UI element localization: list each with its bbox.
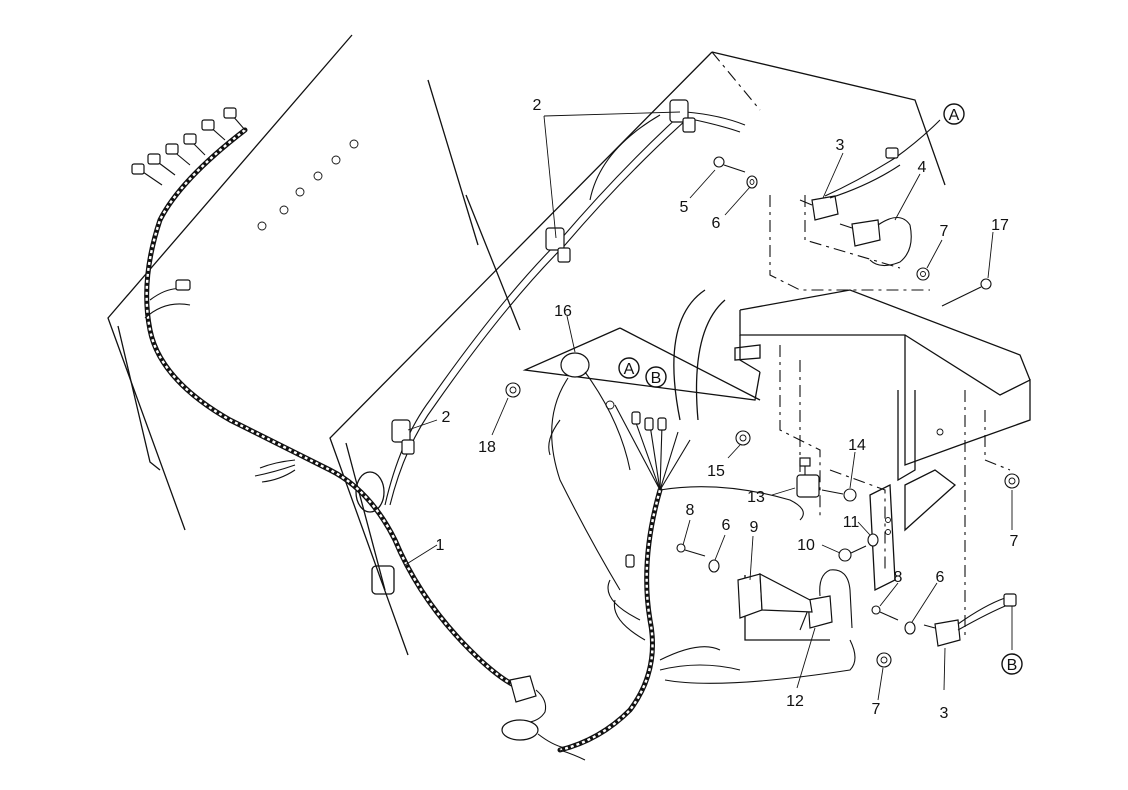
- bracket-9: [737, 572, 813, 619]
- washer-6-right: [904, 621, 916, 635]
- callout-13: 13: [747, 489, 765, 506]
- screw-8-left: [676, 543, 706, 557]
- washer-11: [867, 533, 879, 547]
- screw-17: [941, 278, 992, 307]
- relay-4: [839, 216, 912, 267]
- connector-ref-a-middle: A: [618, 357, 640, 379]
- connector-ref-a-middle-label: A: [624, 361, 635, 378]
- callout-8-left: 8: [686, 502, 695, 519]
- nut-15: [735, 430, 751, 446]
- clip-bracket-middle: [545, 227, 571, 263]
- washer-6-upper: [746, 175, 758, 189]
- nut-7-upper: [916, 267, 930, 281]
- callout-7-lower: 7: [872, 701, 881, 718]
- callout-6-upper: 6: [712, 215, 721, 232]
- connector-branch-top-left: [131, 107, 296, 483]
- relay-3-upper: [799, 119, 941, 221]
- callout-17: 17: [991, 217, 1009, 234]
- callout-12: 12: [786, 693, 804, 710]
- washer-6-left: [708, 559, 720, 573]
- callout-2-lower: 2: [442, 409, 451, 426]
- callout-4: 4: [918, 159, 927, 176]
- callout-18: 18: [478, 439, 496, 456]
- clip-bracket-lower: [391, 419, 415, 455]
- callout-6-left: 6: [722, 517, 731, 534]
- callout-15: 15: [707, 463, 725, 480]
- bolt-5: [713, 156, 746, 173]
- callout-6-right: 6: [936, 569, 945, 586]
- switch-13: [796, 457, 820, 498]
- harness-fanout: [605, 400, 856, 684]
- panel-rivets: [257, 139, 359, 231]
- screw-8-right: [871, 605, 899, 621]
- nut-7-right: [1004, 473, 1020, 489]
- connector-ref-b-middle: B: [645, 366, 667, 388]
- mounting-frame: [522, 195, 1031, 641]
- callout-16: 16: [554, 303, 572, 320]
- callout-9: 9: [750, 519, 759, 536]
- callout-7-right: 7: [1010, 533, 1019, 550]
- callout-8-right: 8: [894, 569, 903, 586]
- callout-3-lower: 3: [940, 705, 949, 722]
- callout-10: 10: [797, 537, 815, 554]
- buzzer-16: [548, 352, 631, 591]
- bolt-14: [821, 488, 857, 502]
- connector-ref-b-middle-label: B: [651, 370, 662, 387]
- nut-18: [505, 382, 521, 398]
- callout-7-upper: 7: [940, 223, 949, 240]
- connector-ref-a-top: A: [943, 103, 965, 125]
- body-panel: [329, 51, 946, 656]
- callout-2-upper: 2: [533, 97, 542, 114]
- relay-3-lower: [923, 593, 1017, 647]
- callout-3-upper: 3: [836, 137, 845, 154]
- left-panel: [107, 34, 521, 531]
- clip-bracket-upper: [669, 99, 696, 133]
- nut-7-lower: [876, 652, 892, 668]
- main-harness: [144, 127, 663, 753]
- leader-lines: [404, 111, 1013, 701]
- connector-ref-a-top-label: A: [949, 107, 960, 124]
- callout-14: 14: [848, 437, 866, 454]
- relay-12: [799, 569, 853, 631]
- connector-ref-b-lower: B: [1001, 653, 1023, 675]
- connector-ref-b-lower-label: B: [1007, 657, 1018, 674]
- callout-labels: 1 2 2 3 3 4 5 6 6 6 7 7 7 8 8 9 10 11 12…: [436, 97, 1019, 722]
- callout-1: 1: [436, 537, 445, 554]
- callout-11: 11: [843, 514, 860, 531]
- bolt-10: [838, 545, 867, 562]
- harness-end-connectors: [501, 675, 586, 761]
- callout-5: 5: [680, 199, 689, 216]
